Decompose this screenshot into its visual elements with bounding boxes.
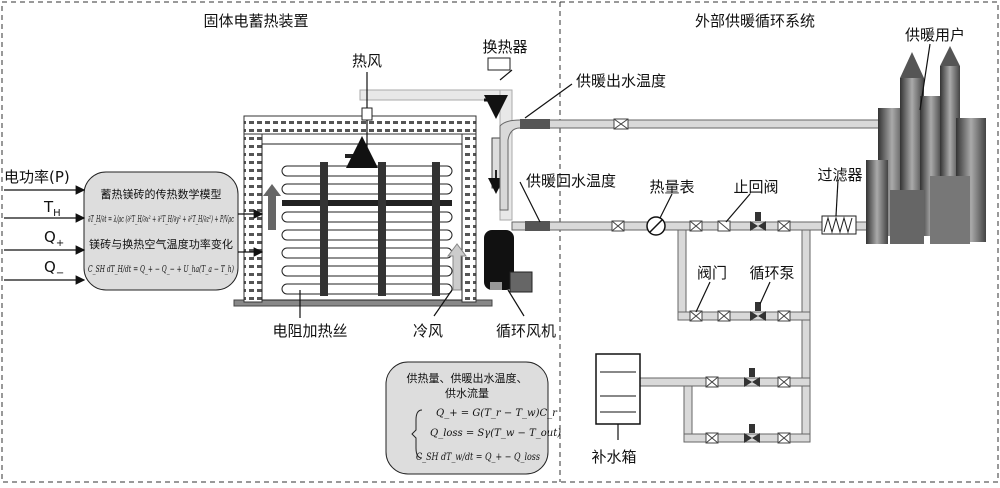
circ-fan-label: 循环风机	[496, 322, 556, 340]
supply-valve	[613, 118, 629, 130]
supply-temp-label: 供暖出水温度	[576, 72, 666, 90]
cold-air-arrow	[447, 243, 467, 291]
heat-exchanger-label: 换热器	[482, 38, 527, 56]
heating-wire-label: 电阻加热丝	[272, 322, 347, 340]
heating-coils	[281, 162, 453, 296]
cold-air-label: 冷风	[413, 322, 443, 340]
valve-label: 阀门	[697, 264, 727, 282]
output-title-1: 供热量、供暖出水温度、	[407, 371, 528, 385]
hot-air-label: 热风	[352, 52, 382, 70]
heat-meter-leader	[659, 193, 673, 219]
filter	[821, 215, 857, 235]
th-input-label: TH	[43, 198, 61, 219]
return-temp-label: 供暖回水温度	[526, 172, 616, 190]
supply-pipe	[499, 118, 881, 211]
model-box: 蓄热镁砖的传热数学模型 ∂T_H/∂t = λ/ρc (∂²T_H/∂x² + …	[83, 171, 239, 291]
heat-meter	[646, 216, 666, 236]
makeup-tank	[595, 353, 641, 425]
pump-upper	[750, 212, 766, 231]
cold-air-leader	[433, 289, 453, 317]
fan-leader	[507, 289, 525, 317]
inputs: 电功率(P) TH Q+ Q−	[4, 168, 86, 285]
storage-unit	[233, 115, 493, 307]
output-box: 供热量、供暖出水温度、 供水流量 Q_+ = G(T_r − T_w)C_r Q…	[385, 361, 561, 475]
heating-user-label: 供暖用户	[905, 26, 965, 44]
supply-temp-leader	[524, 83, 573, 119]
power-input-label: 电功率(P)	[4, 168, 70, 186]
return-temp-leader	[519, 181, 541, 223]
output-title-2: 供水流量	[445, 386, 489, 400]
model-eq-1: ∂T_H/∂t = λ/ρc (∂²T_H/∂x² + ∂²T_H/∂y² + …	[88, 214, 234, 225]
output-eq-2: Q_loss = Sγ(T_w − T_out)	[430, 428, 561, 439]
filter-leader	[835, 179, 839, 217]
output-eq-1: Q_+ = G(T_r − T_w)C_r	[436, 408, 558, 419]
hot-air-duct	[345, 57, 513, 221]
model-title-1: 蓄热镁砖的传热数学模型	[101, 187, 222, 201]
check-valve-label: 止回阀	[733, 178, 778, 196]
left-section-title: 固体电蓄热装置	[203, 12, 308, 30]
check-valve-leader	[725, 193, 751, 223]
qminus-input-label: Q−	[44, 258, 64, 279]
model-eq-2: C_SH dT_H/dt = Q_+ − Q_− + U_ha(T_a − T_…	[88, 264, 234, 275]
circulating-fan	[484, 230, 533, 293]
pump-leader	[759, 281, 771, 305]
makeup-branch	[639, 368, 811, 444]
model-title-2: 镁砖与换热空气温度功率变化	[89, 237, 233, 251]
exchanger-leader	[499, 69, 513, 81]
city-buildings-icon	[866, 46, 986, 244]
output-eq-3: C_SH dT_w/dt = Q_+ − Q_loss	[416, 452, 540, 463]
return-pipe	[511, 212, 881, 236]
qplus-input-label: Q+	[44, 228, 64, 249]
airflow-up-arrow	[263, 184, 281, 230]
circ-pump-label: 循环泵	[749, 264, 794, 282]
heat-meter-label: 热量表	[649, 178, 694, 196]
right-section-title: 外部供暖循环系统	[695, 12, 815, 30]
filter-label: 过滤器	[817, 166, 862, 184]
valve-leader	[695, 281, 711, 313]
pump-branch	[677, 229, 811, 441]
user-leader	[919, 43, 931, 111]
makeup-tank-label: 补水箱	[591, 448, 636, 466]
